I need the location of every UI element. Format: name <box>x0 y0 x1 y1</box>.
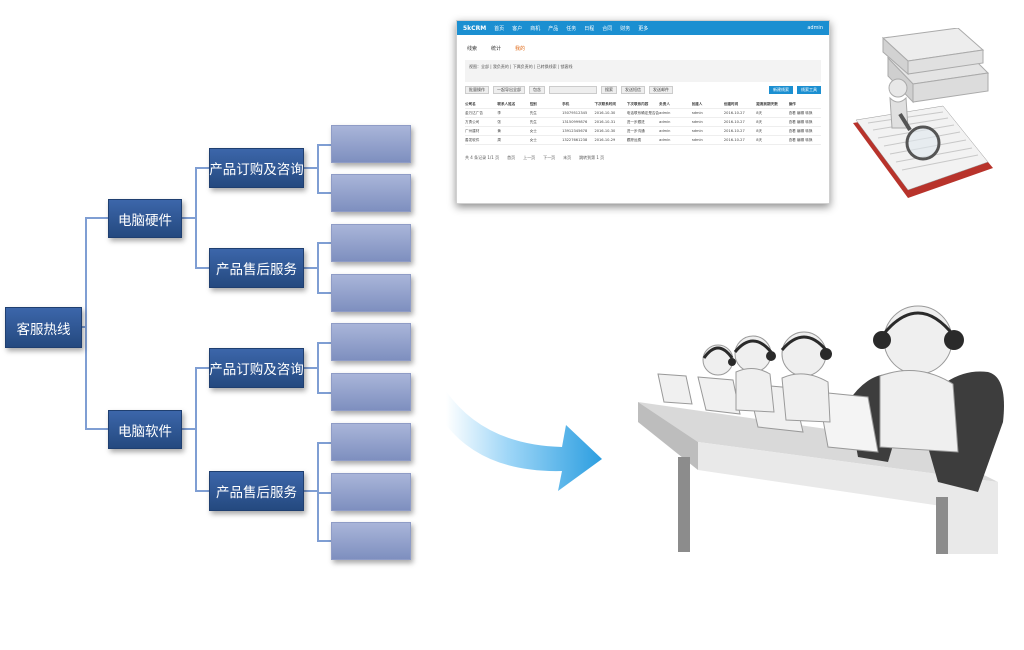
leaf-box <box>331 224 411 262</box>
child-node-hw-service: 产品售后服务 <box>209 248 304 288</box>
leaf-box <box>331 473 411 511</box>
crm-nav: 首页客户商机产品任务日程合同财务更多 <box>494 25 649 32</box>
branch-node-hardware: 电脑硬件 <box>108 199 182 238</box>
tab-mine: 我的 <box>515 46 526 52</box>
crm-header: 5kCRM 首页客户商机产品任务日程合同财务更多 admin <box>457 21 829 35</box>
branch-label: 电脑软件 <box>118 423 172 440</box>
child-label: 产品订购及咨询 <box>209 362 304 378</box>
child-node-sw-order: 产品订购及咨询 <box>209 348 304 388</box>
crm-tabs: 线索 统计 我的 <box>457 35 829 56</box>
child-label: 产品订购及咨询 <box>209 162 304 178</box>
child-label: 产品售后服务 <box>216 485 297 501</box>
tab-leads: 线索 <box>467 46 478 52</box>
books-magnifier-illustration <box>853 28 993 198</box>
call-center-agents-illustration <box>638 305 1004 554</box>
crm-logo: 5kCRM <box>463 24 487 32</box>
crm-user: admin <box>807 25 823 31</box>
child-label: 产品售后服务 <box>216 262 297 278</box>
root-label: 客服热线 <box>16 321 71 338</box>
branch-node-software: 电脑软件 <box>108 410 182 449</box>
crm-toolbar: 批量操作 一起导出全部 包含 搜索 发送短信 发送邮件 新建线索 线索工具 <box>465 86 821 94</box>
leaf-box <box>331 522 411 560</box>
crm-table: 公司名联系人姓名性别手机下次联系时间下次联系内容负责人创建人创建时间距离到期天数… <box>465 100 821 145</box>
crm-screenshot: 5kCRM 首页客户商机产品任务日程合同财务更多 admin 线索 统计 我的 … <box>456 20 830 204</box>
table-header: 公司名联系人姓名性别手机下次联系时间下次联系内容负责人创建人创建时间距离到期天数… <box>465 100 821 109</box>
crm-filter: 视图：全部 | 我负责的 | 下属负责的 | 已转换线索 | 锁客线 <box>465 60 821 82</box>
child-node-hw-order: 产品订购及咨询 <box>209 148 304 188</box>
crm-pager: 共 4 条记录 1/1 页首页上一页下一页末页跳转到第 1 页 <box>465 155 605 160</box>
leaf-box <box>331 323 411 361</box>
leaf-box <box>331 174 411 212</box>
arrow-illustration <box>446 391 602 491</box>
root-node: 客服热线 <box>5 307 82 348</box>
leaf-box <box>331 423 411 461</box>
leaf-box <box>331 274 411 312</box>
leaf-box <box>331 373 411 411</box>
tab-stats: 统计 <box>491 46 502 52</box>
leaf-box <box>331 125 411 163</box>
branch-label: 电脑硬件 <box>118 212 172 229</box>
child-node-sw-service: 产品售后服务 <box>209 471 304 511</box>
